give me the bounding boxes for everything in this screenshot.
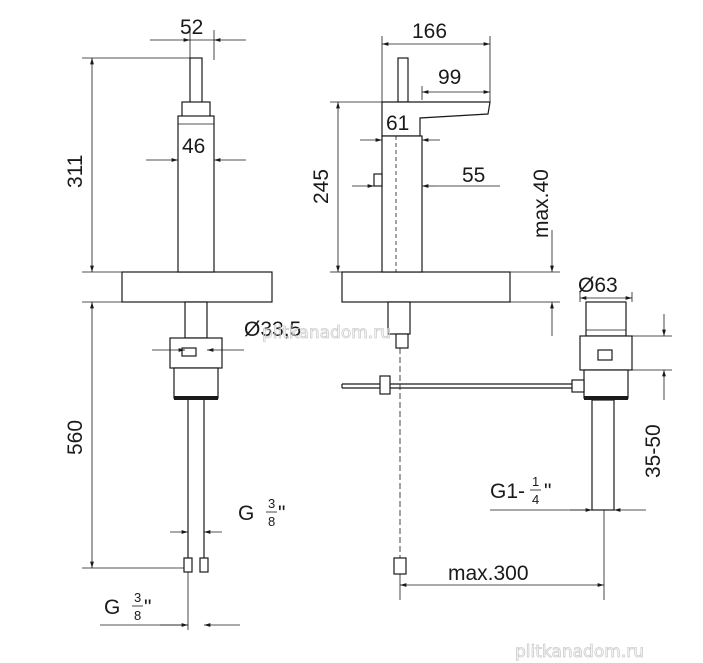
nut-slot	[181, 347, 197, 357]
dim-55: 55	[462, 164, 485, 187]
lower-fitting	[173, 367, 219, 399]
svg-text:1: 1	[532, 474, 539, 489]
dim-g1-14: G1- 1 4 "	[490, 474, 551, 507]
dim-560: 560	[64, 420, 87, 455]
countertop-slab-side	[341, 271, 511, 303]
dim-311: 311	[64, 155, 87, 188]
dim-166: 166	[412, 20, 447, 43]
watermark-center: plitkanadom.ru	[262, 323, 391, 343]
side-view: 166 99 61 245 55 max.40 max.300	[310, 20, 605, 600]
dim-d335: Ø33,5	[244, 318, 301, 341]
lever-stem	[397, 57, 409, 103]
watermark-bottom: plitkanadom.ru	[515, 642, 644, 662]
svg-text:G1-: G1-	[490, 480, 525, 503]
svg-text:": "	[544, 480, 551, 503]
dim-max300: max.300	[448, 562, 529, 585]
spout-stem	[189, 57, 203, 107]
countertop-slab	[121, 271, 273, 303]
front-view: 52 46 311 560 Ø33,5 G 3 8 "	[64, 16, 301, 630]
mounting-shank	[184, 301, 208, 339]
svg-text:3: 3	[134, 590, 141, 605]
faucet-body	[177, 115, 215, 273]
svg-text:G: G	[104, 596, 120, 619]
dim-max40: max.40	[530, 169, 553, 238]
svg-text:8: 8	[134, 608, 141, 623]
svg-text:": "	[278, 502, 285, 525]
dim-35-50: 35-50	[642, 424, 665, 478]
svg-text:G: G	[238, 502, 254, 525]
dim-61: 61	[386, 112, 409, 135]
dim-52: 52	[180, 16, 203, 39]
drain-tailpiece	[591, 399, 615, 511]
svg-text:": "	[144, 596, 151, 619]
dim-245: 245	[310, 169, 333, 204]
drain-nut	[583, 369, 629, 399]
svg-text:3: 3	[268, 496, 275, 511]
svg-text:8: 8	[268, 514, 275, 529]
svg-text:4: 4	[532, 492, 539, 507]
drain-plug	[585, 301, 627, 337]
drain-view: Ø63 35-50 G1- 1 4 "	[490, 274, 672, 512]
faucet-body-side	[381, 135, 423, 273]
dim-g38-lower: G 3 8 "	[104, 590, 151, 623]
dim-46: 46	[182, 135, 205, 158]
dim-g38-upper: G 3 8 "	[238, 496, 285, 529]
dim-d63: Ø63	[578, 274, 618, 297]
dim-99: 99	[438, 66, 461, 89]
